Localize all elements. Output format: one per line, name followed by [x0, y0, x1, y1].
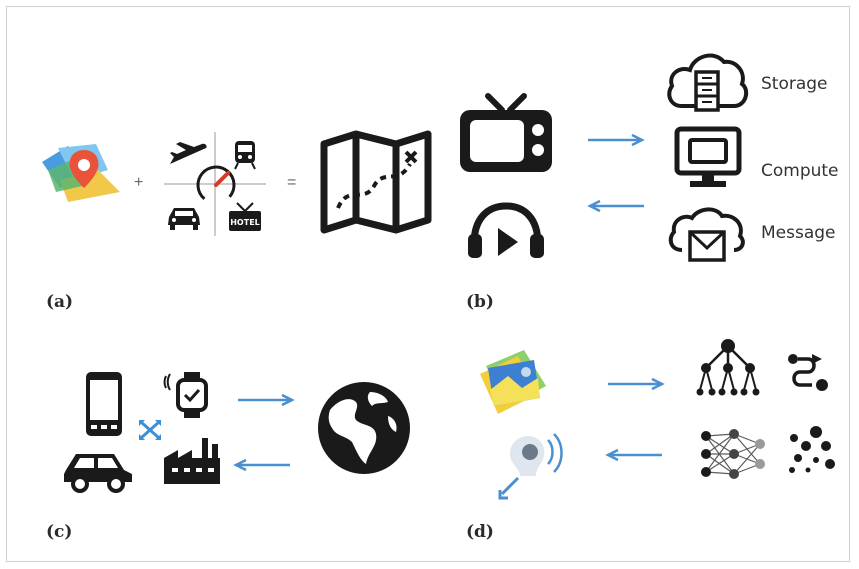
- arrow-right-d: [608, 377, 665, 391]
- service-label-compute: Compute: [761, 161, 839, 181]
- speedometer-icon: [196, 165, 236, 205]
- smartphone-icon: [86, 372, 122, 436]
- image-stack-icon: [480, 350, 546, 414]
- arrow-right-b: [588, 133, 645, 147]
- panel-label-d: (d): [466, 522, 494, 542]
- car-icon: [64, 454, 132, 493]
- tv-icon: [460, 93, 552, 172]
- service-label-storage: Storage: [761, 74, 828, 94]
- message-cloud-icon: [668, 207, 745, 262]
- panel-label-b: (b): [466, 292, 494, 312]
- globe-icon: [318, 382, 410, 474]
- hotel-sign-icon: HOTEL: [229, 202, 261, 231]
- panel-label-a: (a): [46, 292, 74, 312]
- equals-sign: =: [287, 174, 297, 191]
- service-label-message: Message: [761, 223, 836, 243]
- arrow-left-b: [587, 199, 644, 213]
- arrow-right-c: [238, 393, 295, 407]
- plus-sign: +: [134, 174, 144, 191]
- compute-monitor-icon: [674, 126, 742, 187]
- train-icon: [234, 141, 256, 170]
- map-pin-logo-icon: [42, 144, 120, 202]
- storage-cloud-icon: [667, 53, 749, 112]
- headphones-icon: [468, 202, 544, 258]
- neural-network-icon: [701, 429, 765, 479]
- airplane-icon: [170, 142, 207, 164]
- path-route-icon: [788, 354, 828, 391]
- shuffle-cross-icon: [139, 420, 161, 440]
- hotel-sign-text: HOTEL: [230, 218, 260, 227]
- car-icon: [168, 208, 200, 230]
- folded-map-icon: [320, 130, 432, 234]
- arrow-left-d: [605, 448, 662, 462]
- smartwatch-icon: [163, 372, 208, 418]
- arrow-left-c: [233, 458, 290, 472]
- scatter-cluster-icon: [789, 426, 835, 473]
- decision-tree-icon: [696, 339, 760, 396]
- figure-frame: [6, 6, 850, 562]
- speech-audio-icon: [498, 433, 563, 500]
- factory-icon: [164, 438, 220, 484]
- panel-label-c: (c): [46, 522, 73, 542]
